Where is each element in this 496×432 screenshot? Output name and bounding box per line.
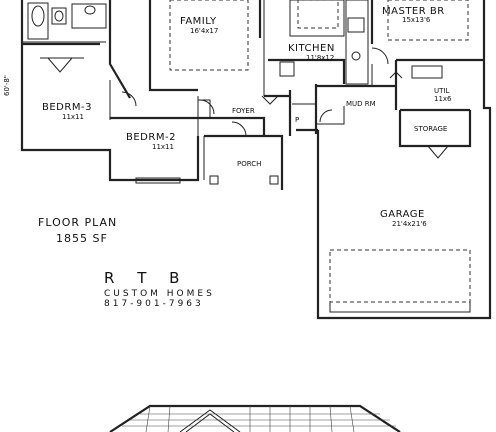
room-label-foyer: FOYER — [232, 107, 255, 115]
room-dims-garage: 21'4x21'6 — [392, 220, 427, 228]
room-dims-util: 11x6 — [434, 95, 452, 103]
room-dims-bedrm3: 11x11 — [62, 113, 84, 121]
utility-storage — [389, 60, 472, 159]
plan-area: 1855 SF — [56, 232, 108, 245]
room-dims-bedrm2: 11x11 — [152, 143, 174, 151]
side-dimension-label: 60'-8" — [3, 75, 11, 96]
room-label-bedrm2: BEDRM-2 — [126, 132, 176, 143]
plan-title: FLOOR PLAN — [38, 216, 117, 229]
roof-elevation — [109, 404, 401, 432]
room-label-storage: STORAGE — [414, 125, 447, 133]
room-label-pantry: P — [295, 116, 299, 124]
room-label-kitchen: KITCHEN — [288, 43, 335, 54]
room-label-garage: GARAGE — [380, 209, 425, 220]
bath-area — [22, 2, 107, 43]
bedroom-3 — [40, 57, 137, 120]
brand-name: CUSTOM HOMES — [104, 289, 215, 299]
master-bedroom — [370, 0, 484, 86]
room-label-porch: PORCH — [237, 160, 261, 168]
room-label-master: MASTER BR — [382, 6, 445, 17]
garage — [329, 249, 471, 313]
kitchen — [261, 0, 369, 105]
exterior-walls — [20, 0, 492, 320]
room-label-util: UTIL — [434, 87, 449, 95]
bedroom-2 — [110, 96, 215, 184]
mud-room — [288, 84, 396, 136]
room-dims-family: 16'4x17 — [190, 27, 218, 35]
room-label-bedrm3: BEDRM-3 — [42, 102, 92, 113]
brand-initials: R T B — [104, 269, 188, 287]
room-dims-master: 15x13'6 — [402, 16, 431, 24]
room-label-mudrm: MUD RM — [346, 100, 376, 108]
family-room — [148, 0, 265, 96]
room-label-family: FAMILY — [180, 16, 217, 27]
room-dims-kitchen: 11'8x12 — [306, 54, 334, 62]
foyer-porch — [198, 116, 284, 190]
brand-phone: 817-901-7963 — [104, 299, 204, 309]
